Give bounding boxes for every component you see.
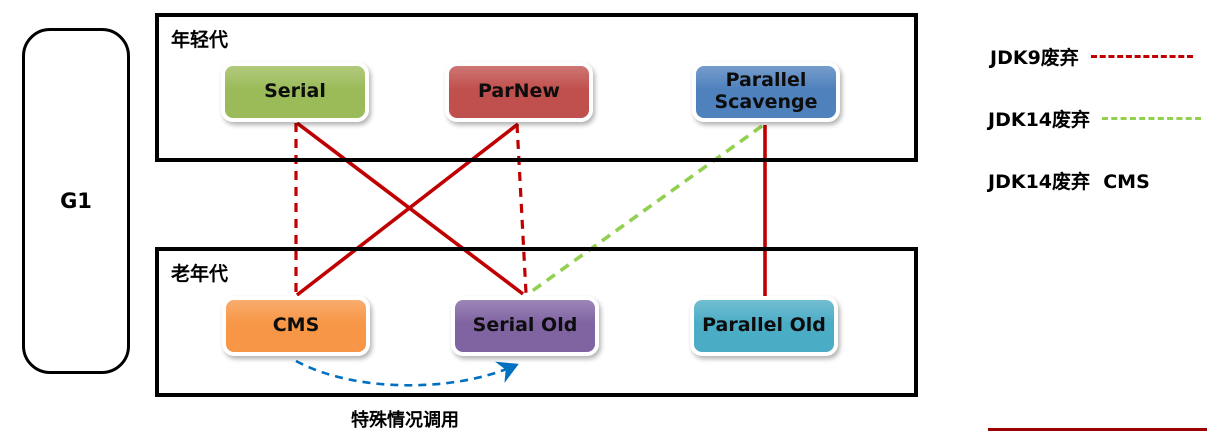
old-generation-box: 老年代	[155, 247, 918, 397]
young-generation-box: 年轻代	[155, 13, 918, 162]
legend-item-jdk14-label: JDK14废弃	[988, 108, 1091, 131]
legend-green-dashed-line	[1102, 116, 1202, 120]
node-serial: Serial	[221, 62, 369, 122]
node-parallel-old-label: Parallel Old	[702, 314, 826, 337]
g1-label: G1	[60, 189, 92, 213]
node-parallel-old: Parallel Old	[690, 296, 838, 356]
special-case-caption: 特殊情况调用	[351, 410, 459, 431]
legend-item-jdk14-deprecated: JDK14废弃	[988, 106, 1202, 131]
bottom-red-divider-line	[988, 428, 1207, 431]
node-parallel-scavenge-label: Parallel Scavenge	[714, 69, 818, 113]
legend-item-jdk9-deprecated: JDK9废弃	[990, 44, 1193, 69]
node-serial-old: Serial Old	[451, 296, 599, 356]
legend-item-jdk9-label: JDK9废弃	[990, 46, 1079, 69]
node-parnew: ParNew	[445, 62, 593, 122]
g1-collector-box: G1	[22, 28, 130, 374]
node-parnew-label: ParNew	[478, 80, 560, 103]
node-serial-old-label: Serial Old	[472, 314, 578, 337]
legend-item-jdk14-cms-label: JDK14废弃 CMS	[988, 170, 1150, 193]
node-cms-label: CMS	[272, 314, 320, 337]
legend-item-jdk14-cms-deprecated: JDK14废弃 CMS	[988, 168, 1150, 193]
young-generation-label: 年轻代	[171, 29, 229, 51]
node-cms: CMS	[222, 296, 370, 356]
legend-red-dashed-line	[1090, 54, 1193, 58]
node-parallel-scavenge: Parallel Scavenge	[692, 62, 840, 122]
node-serial-label: Serial	[264, 80, 326, 103]
old-generation-label: 老年代	[171, 263, 229, 285]
